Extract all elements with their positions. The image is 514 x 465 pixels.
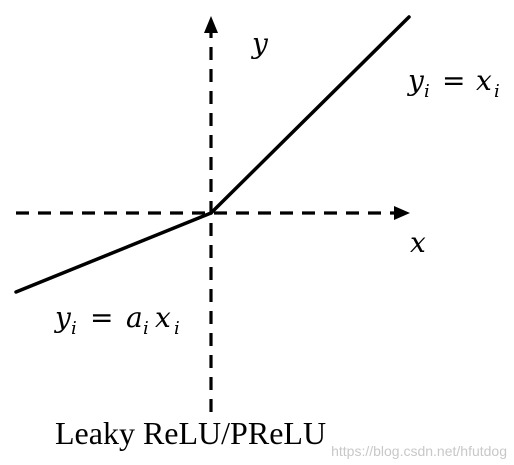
formula-coef-sub: i: [143, 318, 149, 339]
formula-lhs-sub: i: [424, 81, 430, 102]
formula-rhs: x: [476, 64, 492, 97]
formula-var: x: [155, 301, 171, 334]
x-axis-arrowhead: [394, 206, 410, 220]
x-axis-label: x: [410, 226, 426, 259]
formula-coef: a: [126, 301, 143, 334]
positive-branch-line: [209, 15, 411, 215]
formula-lhs: y: [406, 64, 425, 97]
diagram-caption: Leaky ReLU/PReLU: [55, 415, 326, 451]
y-axis-label: y: [250, 27, 269, 60]
negative-branch-formula: y i = a i x i: [53, 301, 180, 339]
formula-eq: =: [442, 64, 465, 97]
formula-rhs-sub: i: [494, 81, 500, 102]
formula-lhs-sub: i: [71, 318, 77, 339]
formula-var-sub: i: [174, 318, 180, 339]
formula-lhs: y: [53, 301, 72, 334]
negative-branch-line: [14, 211, 213, 294]
formula-eq: =: [90, 301, 113, 334]
positive-branch-formula: y i = x i: [406, 64, 500, 102]
y-axis-arrowhead: [204, 16, 218, 33]
watermark: https://blog.csdn.net/hfutdog: [331, 443, 507, 459]
